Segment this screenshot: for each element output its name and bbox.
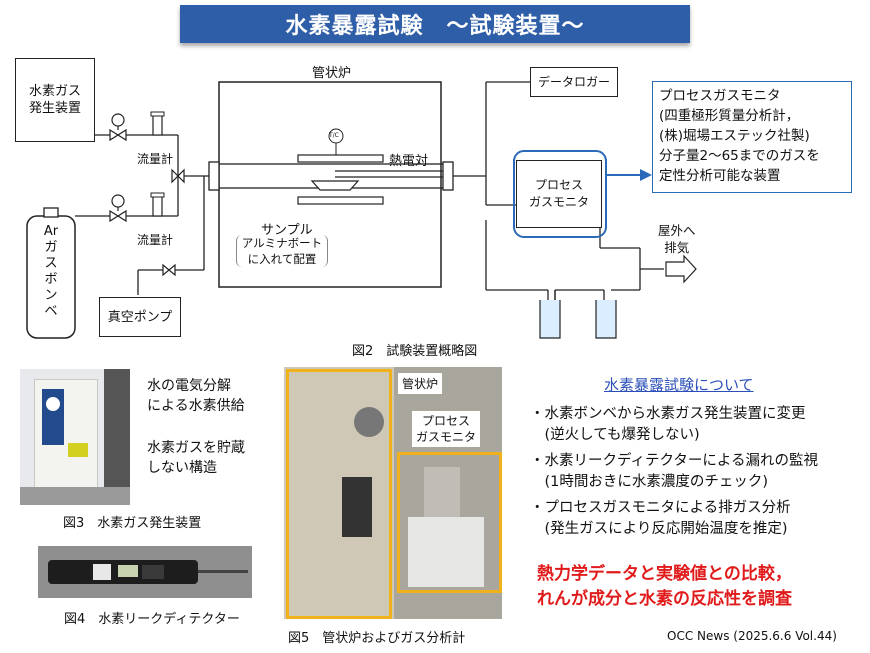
conclusion-line-2: れんが成分と水素の反応性を調査	[537, 589, 792, 609]
fig4-caption: 図4 水素リークディテクター	[64, 612, 240, 627]
tc-label: T/C	[329, 132, 339, 139]
monitor-description: プロセスガスモニタ (四重極形質量分析計， (株)堀場エステック社製) 分子量2…	[652, 81, 852, 193]
furnace-label: 管状炉	[312, 66, 352, 81]
fig3-note-2: 水素ガスを貯蔵 しない構造	[147, 440, 245, 476]
footer-credit: OCC News (2025.6.6 Vol.44)	[667, 629, 837, 643]
arrow-right-icon	[640, 169, 652, 181]
alumina-boat	[310, 180, 360, 191]
about-heading: 水素暴露試験について	[604, 376, 754, 394]
sample-note: アルミナボートに入れて配置	[236, 235, 328, 267]
about-item-3: ・水素リークディテクターによる漏れの監視	[530, 453, 818, 469]
about-item-4: (1時間おきに水素濃度のチェック)	[530, 474, 769, 490]
about-item-2: (逆火しても爆発しない)	[530, 427, 700, 443]
fig3-note-1: 水の電気分解 による水素供給	[147, 378, 245, 414]
about-item-5: ・プロセスガスモニタによる排ガス分析	[530, 500, 791, 516]
data-logger-box: データロガー	[530, 67, 618, 97]
apparatus-diagram	[26, 81, 697, 339]
thermocouple-label: 熱電対	[389, 154, 429, 169]
exhaust-arrow-icon	[665, 254, 697, 284]
page-title: 水素暴露試験 ～試験装置～	[180, 5, 690, 43]
h2-generator-photo	[20, 369, 130, 505]
ar-cylinder-label: Ar ガ ス ボ ン ベ	[43, 224, 59, 319]
flowmeter-label-1: 流量計	[137, 152, 174, 166]
furnace-photo: 管状炉 プロセス ガスモニタ	[284, 367, 502, 619]
conclusion-line-1: 熱力学データと実験値との比較，	[537, 564, 792, 584]
about-item-6: (発生ガスにより反応開始温度を推定)	[530, 521, 788, 537]
fig5-label-furnace: 管状炉	[398, 373, 443, 394]
vacuum-pump-box: 真空ポンプ	[99, 297, 181, 337]
fig2-caption: 図2 試験装置概略図	[352, 344, 478, 359]
process-monitor-box: プロセス ガスモニタ	[516, 160, 602, 228]
h2-generator-box: 水素ガス 発生装置	[15, 58, 95, 142]
fig5-caption: 図5 管状炉およびガス分析計	[288, 631, 466, 646]
flowmeter-label-2: 流量計	[137, 233, 174, 247]
leak-detector-photo	[38, 546, 252, 598]
exhaust-label: 屋外へ 排気	[658, 223, 696, 255]
fig5-label-monitor: プロセス ガスモニタ	[412, 411, 481, 447]
fig3-caption: 図3 水素ガス発生装置	[63, 516, 202, 531]
sample-label: サンプル	[261, 223, 313, 238]
about-item-1: ・水素ボンベから水素ガス発生装置に変更	[530, 406, 806, 422]
